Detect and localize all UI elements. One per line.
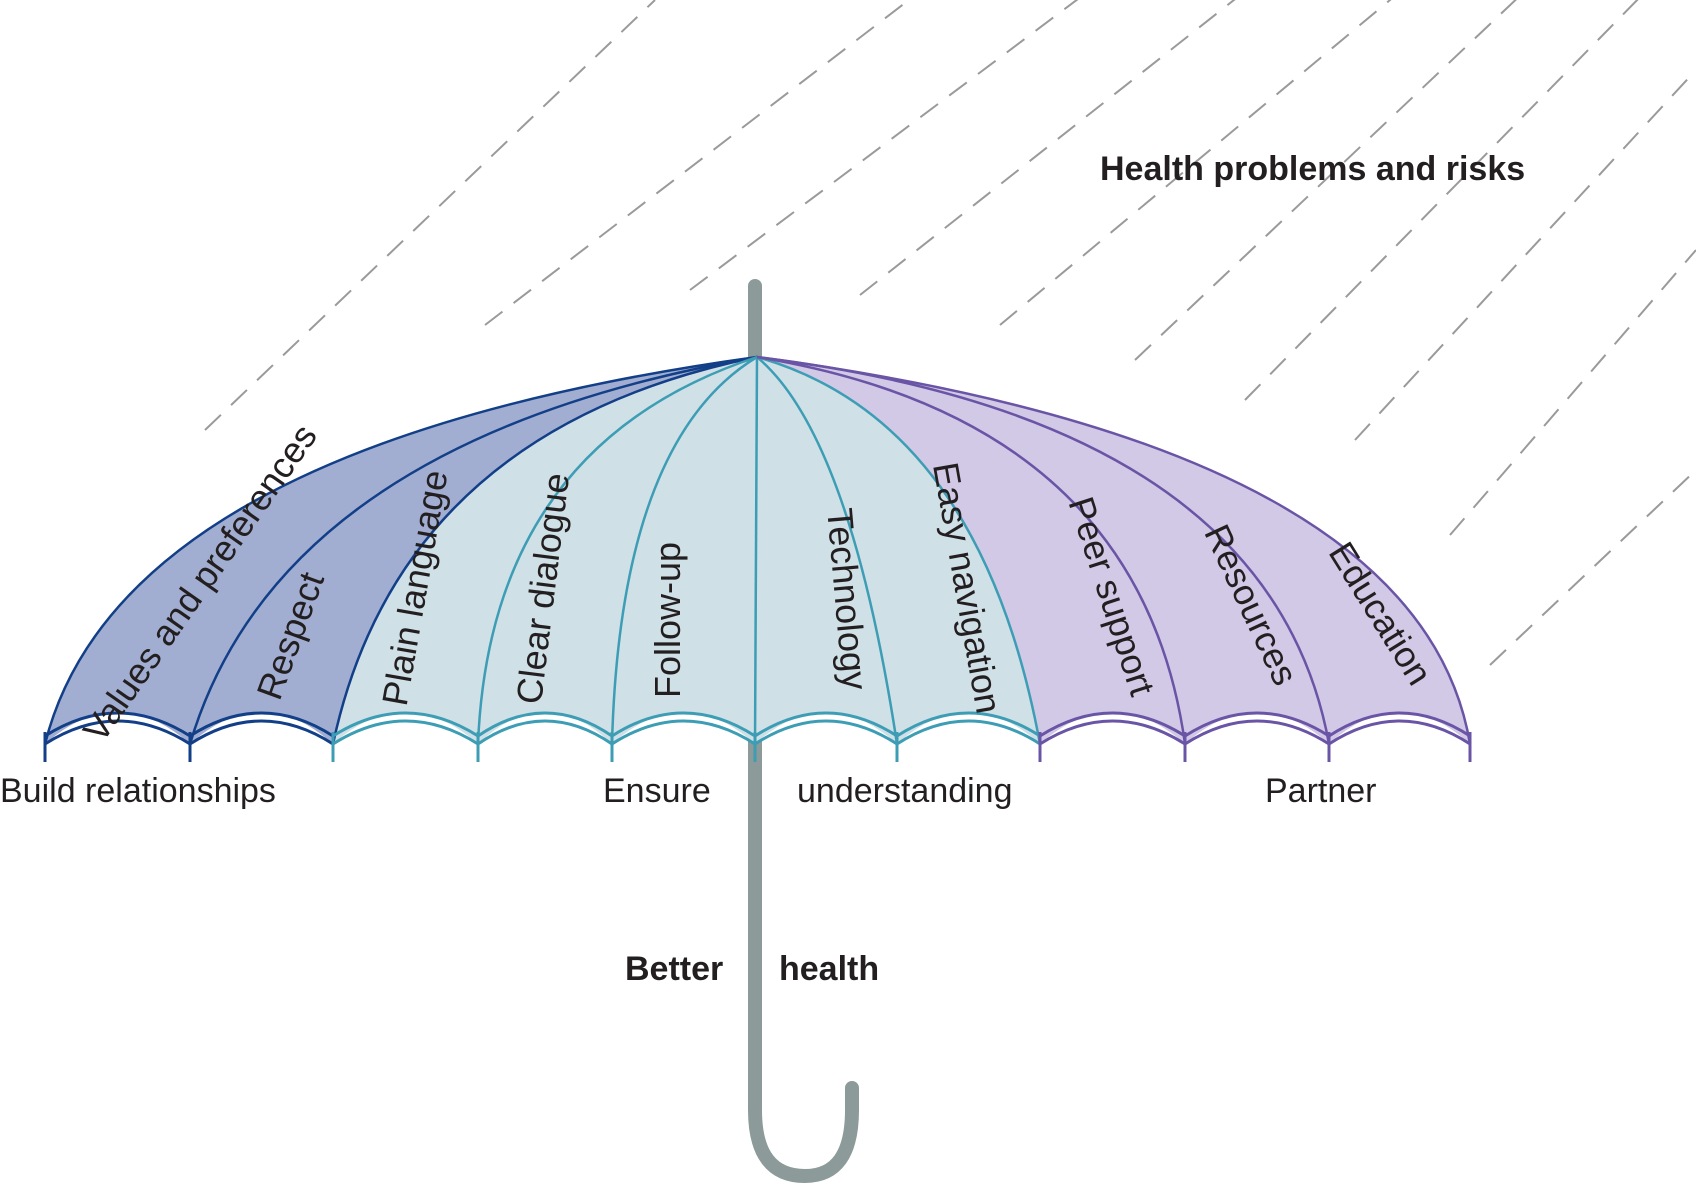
canopy-rib [756,356,899,745]
canopy-panel [333,357,757,744]
canopy-panel [755,357,897,744]
rain-streak [689,0,1079,291]
canopy-hem [896,719,1041,746]
group-label-ensure: Ensure [603,772,711,810]
canopy-hem [1328,711,1471,738]
umbrella-handle [748,279,859,1183]
canopy-panel [612,357,757,744]
canopy-hem [477,719,613,746]
canopy-rib [610,355,758,745]
canopy-hem [1039,711,1186,738]
rain-streak [859,0,1236,296]
rain-streak [204,0,656,431]
canopy-hem [332,711,479,738]
canopy-rib [753,356,759,745]
canopy-rib [756,355,1042,745]
canopy-panel [757,357,1329,744]
canopy-hem [477,711,613,738]
rain-streak [1449,249,1696,536]
canopy-hem [1039,719,1186,746]
canopy-rib [756,355,1331,745]
canopy-hem [1184,719,1330,746]
canopy-rib [756,355,1187,745]
canopy-rib [476,355,758,745]
outcome-health: health [779,950,879,988]
rain-streak [1354,69,1696,441]
rain-streak [484,0,911,326]
canopy-hem [189,711,334,738]
canopy-hem [611,711,756,738]
canopy-panel [757,357,1185,744]
canopy-hem [1328,719,1471,746]
canopy-hem [189,719,334,746]
canopy-rib [188,355,758,745]
canopy-hem [754,719,898,746]
canopy-hem [754,711,898,738]
title-health-problems-and-risks: Health problems and risks [1100,150,1525,188]
group-label-build-relationships: Build relationships [0,772,276,810]
group-label-understanding: understanding [797,772,1013,810]
handle-hook [748,733,859,1183]
rain-streak [1244,0,1639,401]
canopy-hem [44,719,191,746]
canopy-panel [478,357,757,744]
rain-streak [1489,469,1696,666]
segment-label: Follow-up [647,542,688,698]
canopy-rib [331,355,758,745]
canopy-panel [757,357,1040,744]
umbrella-canopy [43,355,1472,762]
group-label-partner: Partner [1265,772,1377,810]
canopy-hem [1184,711,1330,738]
canopy-hem [896,711,1041,738]
canopy-panel [190,357,757,744]
canopy-panel [45,357,757,744]
canopy-hem [611,719,756,746]
canopy-rib [43,355,758,745]
canopy-hem [44,711,191,738]
canopy-rib [756,355,1472,745]
canopy-hem [332,719,479,746]
rain-streaks [204,0,1696,666]
outcome-better: Better [625,950,723,988]
